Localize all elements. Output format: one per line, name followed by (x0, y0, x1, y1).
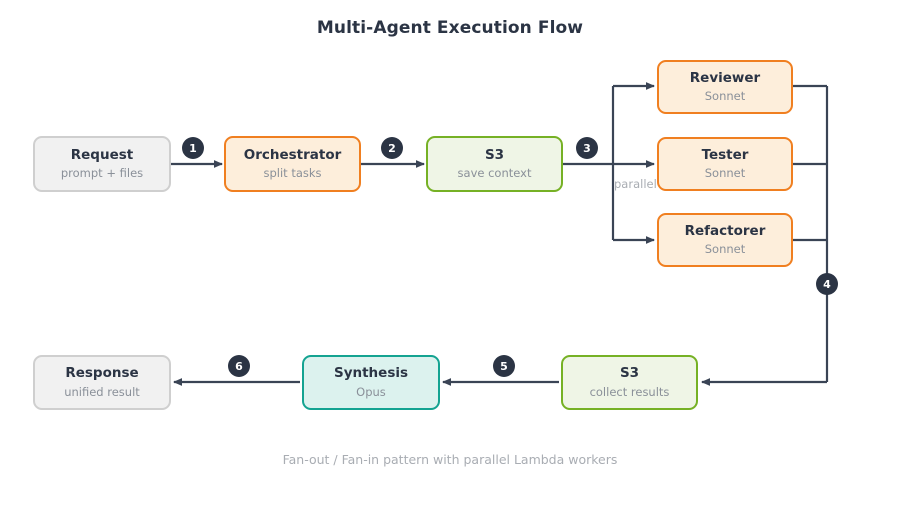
node-reviewer-title: Reviewer (689, 69, 761, 86)
node-reviewer[interactable]: Reviewer Sonnet (657, 60, 793, 114)
diagram-caption: Fan-out / Fan-in pattern with parallel L… (282, 452, 618, 467)
node-tester-subtitle: Sonnet (704, 166, 746, 181)
node-s3-collect-title: S3 (619, 365, 640, 382)
node-synthesis[interactable]: Synthesis Opus (302, 355, 440, 410)
node-orchestrator-title: Orchestrator (243, 146, 342, 163)
node-response-subtitle: unified result (64, 384, 140, 399)
node-synthesis-title: Synthesis (333, 365, 409, 382)
node-refactorer-subtitle: Sonnet (704, 242, 746, 257)
node-s3-save[interactable]: S3 save context (426, 136, 563, 192)
node-request-subtitle: prompt + files (60, 166, 144, 181)
node-tester[interactable]: Tester Sonnet (657, 137, 793, 191)
page-title: Multi-Agent Execution Flow (316, 18, 584, 38)
node-orchestrator[interactable]: Orchestrator split tasks (224, 136, 361, 192)
node-s3-collect[interactable]: S3 collect results (561, 355, 698, 410)
node-tester-title: Tester (701, 146, 749, 163)
node-s3-save-title: S3 (484, 146, 505, 163)
step-badge-3: 3 (576, 137, 598, 159)
node-synthesis-subtitle: Opus (356, 384, 386, 399)
step-badge-5: 5 (493, 355, 515, 377)
node-response[interactable]: Response unified result (33, 355, 171, 410)
step-badge-2: 2 (381, 137, 403, 159)
node-reviewer-subtitle: Sonnet (704, 89, 746, 104)
node-s3-save-subtitle: save context (457, 166, 532, 181)
step-badge-6: 6 (228, 355, 250, 377)
node-s3-collect-subtitle: collect results (589, 384, 670, 399)
edge-label-parallel: parallel (614, 177, 657, 191)
node-refactorer[interactable]: Refactorer Sonnet (657, 213, 793, 267)
node-request-title: Request (70, 146, 134, 163)
step-badge-1: 1 (182, 137, 204, 159)
node-orchestrator-subtitle: split tasks (263, 166, 322, 181)
node-request[interactable]: Request prompt + files (33, 136, 171, 192)
node-refactorer-title: Refactorer (684, 222, 766, 239)
step-badge-4: 4 (816, 273, 838, 295)
node-response-title: Response (65, 365, 139, 382)
